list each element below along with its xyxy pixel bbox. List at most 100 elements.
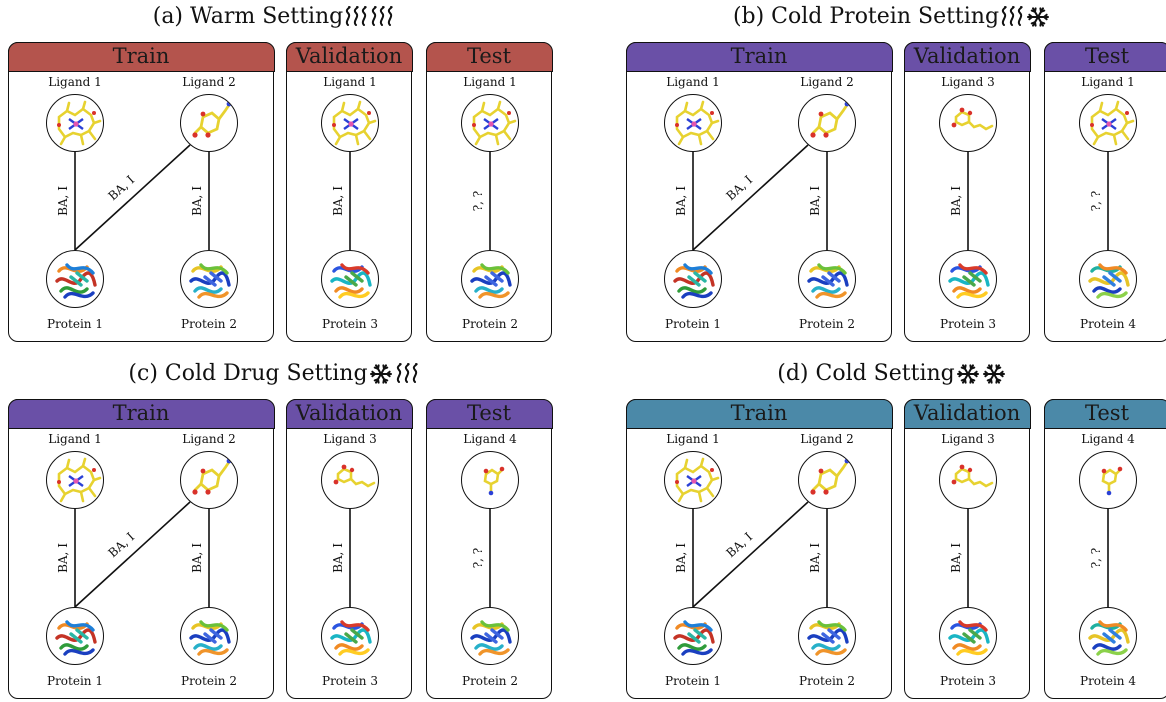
train-protein-label: Protein 1: [30, 317, 120, 331]
edge-label: ?, ?: [1089, 191, 1103, 212]
train-ligand-node: [180, 451, 238, 509]
validation-ligand-node: [321, 451, 379, 509]
validation-ligand-label: Ligand 3: [923, 432, 1013, 446]
interaction-edge: [693, 502, 808, 607]
edge-label: BA, I: [674, 543, 688, 573]
train-ligand-node: [664, 451, 722, 509]
edge-label: BA, I: [724, 173, 756, 204]
ligand-1-molecule-icon: [47, 95, 104, 152]
test-ligand-label: Ligand 4: [1063, 432, 1153, 446]
ligand-1-molecule-icon: [47, 452, 104, 509]
train-protein-node: [798, 607, 856, 665]
protein-3-structure-icon: [322, 251, 379, 308]
train-ligand-label: Ligand 1: [648, 432, 738, 446]
edge-label: BA, I: [190, 543, 204, 573]
interaction-edge: [75, 145, 190, 250]
test-ligand-node: [461, 451, 519, 509]
ligand-1-molecule-icon: [322, 95, 379, 152]
test-ligand-node: [461, 94, 519, 152]
snowflake-icon: [981, 362, 1007, 386]
train-protein-node: [798, 250, 856, 308]
ligand-3-molecule-icon: [322, 452, 379, 509]
test-protein-node: [461, 607, 519, 665]
protein-1-structure-icon: [665, 251, 722, 308]
protein-3-structure-icon: [940, 251, 997, 308]
validation-protein-label: Protein 3: [923, 674, 1013, 688]
test-ligand-node: [1079, 94, 1137, 152]
train-protein-node: [664, 607, 722, 665]
protein-2-structure-icon: [181, 251, 238, 308]
validation-protein-node: [939, 607, 997, 665]
test-protein-node: [461, 250, 519, 308]
protein-2-structure-icon: [462, 608, 519, 665]
edge-label: BA, I: [674, 186, 688, 216]
protein-1-structure-icon: [47, 608, 104, 665]
edge-label: BA, I: [949, 543, 963, 573]
test-ligand-label: Ligand 1: [445, 75, 535, 89]
wave-icon: [394, 362, 420, 386]
train-ligand-label: Ligand 2: [164, 75, 254, 89]
train-protein-label: Protein 2: [164, 674, 254, 688]
train-ligand-label: Ligand 2: [782, 75, 872, 89]
train-ligand-node: [46, 451, 104, 509]
edge-label: BA, I: [331, 543, 345, 573]
train-protein-node: [664, 250, 722, 308]
edge-label: BA, I: [949, 186, 963, 216]
ligand-2-molecule-icon: [181, 452, 238, 509]
ligand-4-molecule-icon: [1080, 452, 1137, 509]
ligand-1-molecule-icon: [665, 452, 722, 509]
edge-label: ?, ?: [1089, 548, 1103, 569]
validation-protein-node: [321, 607, 379, 665]
validation-ligand-node: [321, 94, 379, 152]
interaction-edge: [693, 145, 808, 250]
setting-title: (a) Warm Setting: [0, 0, 548, 34]
test-protein-label: Protein 4: [1063, 317, 1153, 331]
protein-4-structure-icon: [1080, 251, 1137, 308]
setting-title: (b) Cold Protein Setting: [618, 0, 1166, 34]
train-ligand-label: Ligand 2: [782, 432, 872, 446]
train-ligand-label: Ligand 1: [30, 75, 120, 89]
validation-protein-node: [939, 250, 997, 308]
edge-label: BA, I: [56, 543, 70, 573]
train-protein-label: Protein 1: [648, 317, 738, 331]
protein-3-structure-icon: [940, 608, 997, 665]
ligand-4-molecule-icon: [462, 452, 519, 509]
validation-ligand-node: [939, 451, 997, 509]
train-protein-label: Protein 1: [648, 674, 738, 688]
protein-1-structure-icon: [665, 608, 722, 665]
protein-2-structure-icon: [799, 251, 856, 308]
protein-2-structure-icon: [462, 251, 519, 308]
train-protein-node: [180, 607, 238, 665]
validation-protein-node: [321, 250, 379, 308]
edge-label: BA, I: [56, 186, 70, 216]
train-ligand-node: [664, 94, 722, 152]
test-protein-node: [1079, 607, 1137, 665]
setting-title-text: (b) Cold Protein Setting: [733, 4, 999, 29]
test-ligand-label: Ligand 1: [1063, 75, 1153, 89]
edge-label: BA, I: [808, 186, 822, 216]
ligand-2-molecule-icon: [799, 95, 856, 152]
snowflake-icon: [955, 362, 981, 386]
ligand-1-molecule-icon: [665, 95, 722, 152]
edge-label: BA, I: [106, 173, 138, 204]
train-ligand-node: [798, 94, 856, 152]
protein-3-structure-icon: [322, 608, 379, 665]
ligand-2-molecule-icon: [181, 95, 238, 152]
setting-title-text: (a) Warm Setting: [153, 4, 344, 29]
train-ligand-node: [180, 94, 238, 152]
train-protein-node: [180, 250, 238, 308]
train-ligand-label: Ligand 1: [30, 432, 120, 446]
test-ligand-label: Ligand 4: [445, 432, 535, 446]
edge-label: BA, I: [724, 530, 756, 561]
